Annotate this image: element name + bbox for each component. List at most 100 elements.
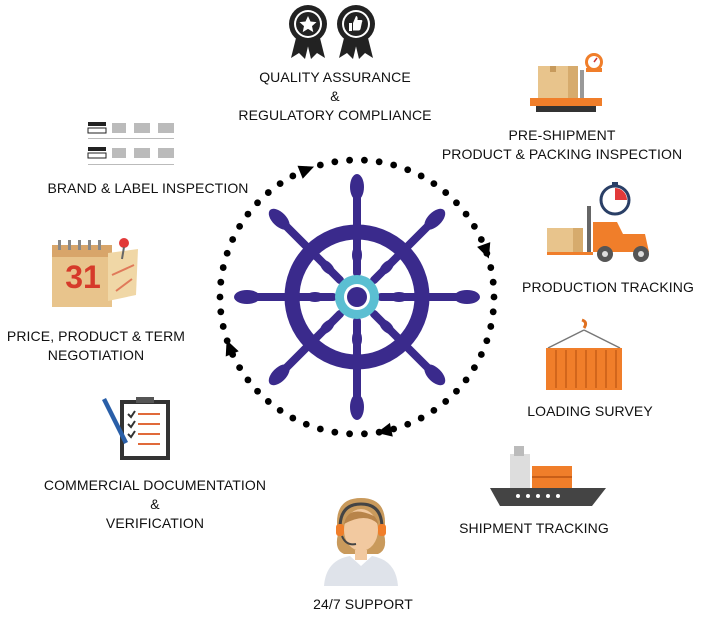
ring-dot (217, 308, 225, 316)
ring-dot (276, 180, 284, 188)
label-line: 24/7 SUPPORT (313, 596, 413, 612)
ring-dot (219, 323, 227, 330)
cycle-arrow-icon (225, 339, 239, 357)
ring-dot (417, 414, 425, 422)
wheel-handle (350, 174, 364, 200)
ring-dot (223, 249, 231, 257)
ring-dot (490, 293, 498, 301)
cycle-arrow-icon (297, 165, 315, 179)
ring-dot (264, 189, 272, 196)
ring-dot (470, 364, 478, 372)
wheel-handle (234, 290, 260, 304)
wheel-spoke-knob (352, 330, 362, 348)
ring-dot (229, 236, 237, 243)
wheel-handle (268, 364, 290, 386)
ring-dot (390, 425, 398, 433)
ring-dot (375, 158, 383, 166)
wheel-spoke-knob (306, 292, 324, 302)
label-line: PRODUCT & PACKING INSPECTION (441, 146, 683, 162)
wheel-rim (284, 224, 430, 370)
calendar-day: 31 (65, 259, 101, 295)
ring-dot (462, 210, 470, 218)
commercial-documentation-label: COMMERCIAL DOCUMENTATION & VERIFICATION (44, 476, 266, 533)
ring-dot (244, 376, 252, 384)
ring-dot (331, 158, 339, 166)
award-ribbons-icon (289, 5, 375, 59)
ring-dot (244, 210, 252, 218)
label-line: SHIPMENT TRACKING (459, 520, 609, 536)
ring-dot (487, 323, 495, 330)
ring-dot (216, 293, 224, 301)
label-sheet-icon (87, 122, 174, 165)
ring-dot (289, 414, 297, 422)
wheel-handle (454, 290, 480, 304)
label-line: BRAND & LABEL INSPECTION (47, 180, 249, 196)
label-line: PRODUCTION TRACKING (522, 279, 694, 295)
ring-dot (219, 264, 227, 271)
wheel-spoke-knob (320, 260, 335, 275)
container-crane-icon (546, 318, 622, 390)
wheel-center (347, 287, 367, 307)
label-line: & (150, 496, 160, 512)
cargo-ship-icon (490, 446, 606, 506)
label-line: NEGOTIATION (47, 347, 145, 363)
production-tracking-label: PRODUCTION TRACKING (522, 278, 694, 297)
price-negotiation-label: PRICE, PRODUCT & TERM NEGOTIATION (7, 327, 185, 365)
weighing-scale-icon (530, 53, 603, 112)
label-line: PRE-SHIPMENT (508, 127, 616, 143)
ring-dot (417, 172, 425, 180)
ring-dot (236, 364, 244, 372)
wheel-spoke-knob (379, 260, 394, 275)
ring-dot (361, 156, 368, 164)
ring-dot (276, 406, 284, 414)
ring-dot (470, 222, 478, 230)
wheel-handle (350, 394, 364, 420)
ring-dot (453, 387, 460, 395)
ring-dot (264, 398, 272, 405)
ring-dot (442, 189, 450, 196)
ring-dot (483, 337, 491, 345)
ring-dot (217, 278, 225, 286)
ring-dot (331, 428, 339, 436)
label-line: QUALITY ASSURANCE (259, 69, 411, 85)
wheel-handle (424, 208, 446, 230)
pre-shipment-inspection-label: PRE-SHIPMENT PRODUCT & PACKING INSPECTIO… (442, 126, 682, 164)
wheel-spoke-knob (320, 319, 335, 334)
ring-dot (489, 308, 497, 316)
label-line: VERIFICATION (105, 515, 205, 531)
ring-dot (404, 420, 412, 428)
wheel-handle (268, 208, 290, 230)
ring-dot (254, 387, 261, 395)
support-agent-icon (324, 498, 398, 586)
shipment-tracking-label: SHIPMENT TRACKING (459, 519, 609, 538)
ring-dot (489, 278, 497, 286)
ring-dot (346, 156, 353, 164)
cycle-arrow-icon (376, 422, 393, 437)
ring-dot (430, 406, 438, 414)
ring-dot (316, 161, 324, 169)
ring-dot (442, 398, 450, 405)
wheel-spoke-knob (379, 319, 394, 334)
quality-assurance-label: QUALITY ASSURANCE & REGULATORY COMPLIANC… (238, 68, 431, 125)
forklift-stopwatch-icon (547, 182, 649, 262)
ring-dot (289, 172, 297, 180)
wheel-spoke-knob (390, 292, 408, 302)
ring-dot (430, 180, 438, 188)
brand-label-inspection-label: BRAND & LABEL INSPECTION (47, 179, 248, 198)
ring-dot (390, 161, 398, 169)
label-line: LOADING SURVEY (527, 403, 653, 419)
wheel-spoke-knob (352, 246, 362, 264)
ring-dot (254, 199, 261, 207)
cycle-arrow-icon (477, 242, 491, 259)
ring-dot (453, 199, 460, 207)
ring-dot (316, 425, 324, 433)
ring-dot (236, 222, 244, 230)
ring-dot (487, 264, 495, 271)
ring-dot (477, 236, 485, 243)
label-line: COMMERCIAL DOCUMENTATION (43, 477, 267, 493)
wheel-handle (424, 364, 446, 386)
label-line: REGULATORY COMPLIANCE (238, 107, 432, 123)
calendar-icon: 31 (50, 235, 140, 311)
